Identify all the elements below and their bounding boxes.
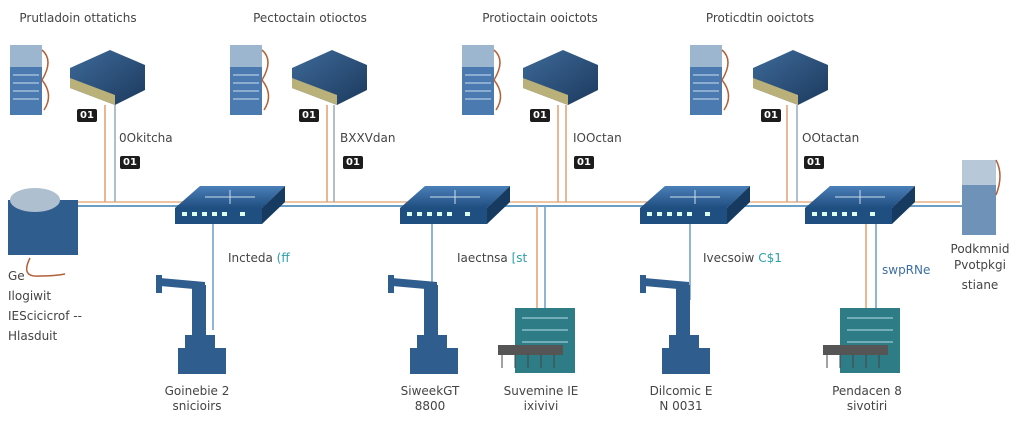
device-label-line: ixivivi — [523, 399, 559, 413]
port-badge: 01 — [530, 109, 550, 122]
device-label-line: snicioirs — [172, 399, 222, 413]
left-device-label: IEScicicrof -- — [8, 309, 82, 323]
group-title: Protioctain ooictots — [482, 11, 598, 25]
robots — [156, 275, 710, 374]
switch-label-code: C$1 — [758, 251, 782, 265]
port-badge: 01 — [299, 109, 319, 122]
device-label-line: Dilcomic E — [649, 384, 713, 398]
device-label-line: Suvemine IE — [503, 384, 579, 398]
port-badge: 01 — [343, 156, 363, 169]
link-label: IOOctan — [573, 131, 622, 145]
link-label: BXXVdan — [340, 131, 396, 145]
right-device-label: Podkmnid — [950, 242, 1010, 256]
machines — [498, 307, 901, 374]
port-badge: 01 — [804, 156, 824, 169]
switches — [175, 185, 916, 225]
right-server — [962, 159, 1001, 235]
switch-label-text: Ivecsoiw — [703, 251, 755, 265]
port-badge: 01 — [574, 156, 594, 169]
left-device-label: Ge — [8, 269, 25, 283]
switch-label-text: Iaectnsa — [457, 251, 508, 265]
device-label-line: 8800 — [414, 399, 446, 413]
switch-label-code: (ff — [276, 251, 290, 265]
switch-label: Iaectnsa [st — [457, 250, 527, 266]
left-gateway-device — [8, 188, 78, 277]
switch-label: Ivecsoiw C$1 — [703, 250, 782, 266]
device-label-line: Goinebie 2 — [164, 384, 230, 398]
port-badge: 01 — [761, 109, 781, 122]
switch-label: Incteda (ff — [228, 250, 290, 266]
right-device-side-label: swpRNe — [882, 263, 931, 277]
device-label-line: sivotiri — [846, 399, 888, 413]
link-label: 0Okitcha — [119, 131, 173, 145]
port-badge: 01 — [120, 156, 140, 169]
top-cables — [104, 105, 798, 202]
group-title: Proticdtin ooictots — [705, 11, 815, 25]
left-device-label: Ilogiwit — [8, 289, 52, 303]
device-label-line: SiweekGT — [400, 384, 460, 398]
top-devices — [10, 44, 828, 116]
device-label-line: N 0031 — [659, 399, 703, 413]
link-label: OOtactan — [802, 131, 860, 145]
port-badge: 01 — [77, 109, 97, 122]
device-label-line: Pendacen 8 — [832, 384, 902, 398]
right-device-label: stiane — [961, 278, 999, 292]
switch-label-text: Incteda — [228, 251, 273, 265]
group-title: Pectoctain otioctos — [253, 11, 367, 25]
group-title: Prutladoin ottatichs — [19, 11, 137, 25]
right-device-label: Pvotpkgi — [954, 258, 1006, 272]
switch-label-code: [st — [511, 251, 528, 265]
left-device-label: Hlasduit — [8, 329, 58, 343]
